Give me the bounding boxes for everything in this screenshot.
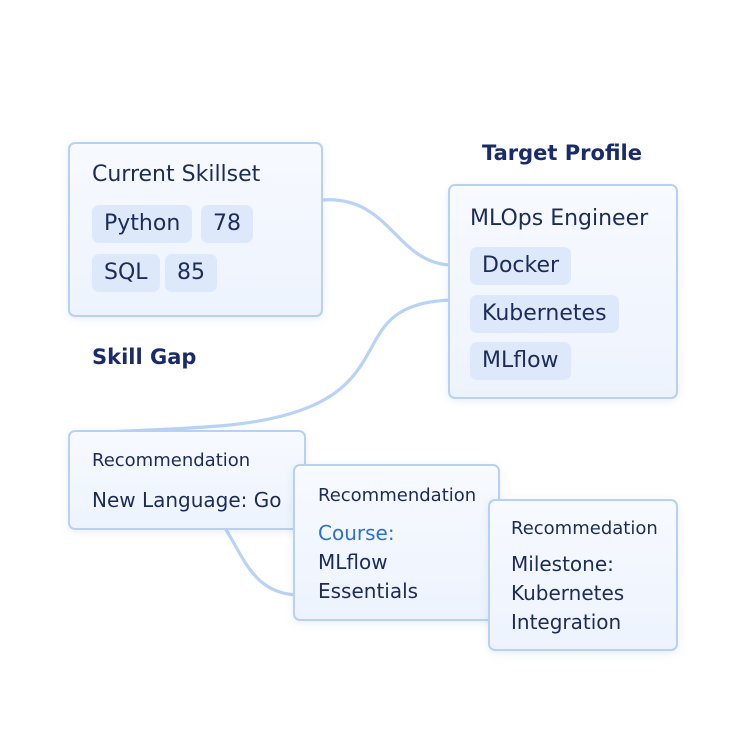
recommendation-label: Recommendation <box>318 485 477 506</box>
recommendation-line: Kubernetes <box>511 581 625 605</box>
target-skill-kubernetes: Kubernetes <box>470 295 619 333</box>
recommendation-milestone-text: Milestone: Kubernetes Integration <box>511 550 624 637</box>
target-profile-card: MLOps Engineer Docker Kubernetes MLflow <box>448 184 678 399</box>
connector-target-to-recommendation <box>108 298 452 434</box>
recommendation-card-course: Recommendation Course: MLflow Essentials <box>293 464 500 621</box>
skill-chip-python: Python <box>92 205 193 243</box>
recommendation-label: Recommendation <box>92 450 251 471</box>
recommendation-line: MLflow <box>318 550 388 574</box>
recommendation-card-language: Recommendation New Language: Go <box>68 430 306 530</box>
recommendation-card-milestone: Recommedation Milestone: Kubernetes Inte… <box>488 499 678 651</box>
recommendation-type-course: Course: <box>318 521 395 545</box>
current-skillset-title: Current Skillset <box>92 162 261 187</box>
recommendation-label: Recommedation <box>511 518 658 539</box>
current-skillset-card: Current Skillset Python 78 SQL 85 <box>68 142 323 317</box>
recommendation-course-text: Course: MLflow Essentials <box>318 519 418 606</box>
recommendation-line: Essentials <box>318 579 419 603</box>
target-skill-mlflow: MLflow <box>470 342 571 380</box>
skill-chip-sql: SQL <box>92 254 160 292</box>
skill-score-sql: 85 <box>165 254 217 292</box>
connector-current-to-target <box>320 198 452 267</box>
connector-recommendation-to-course <box>223 526 302 597</box>
skill-gap-heading: Skill Gap <box>92 345 197 369</box>
recommendation-line: Milestone: <box>511 552 614 576</box>
skill-score-python: 78 <box>201 205 253 243</box>
recommendation-text: New Language: Go <box>92 488 282 512</box>
recommendation-line: Integration <box>511 610 622 634</box>
target-role-title: MLOps Engineer <box>470 206 649 231</box>
target-skill-docker: Docker <box>470 247 572 285</box>
target-profile-heading: Target Profile <box>482 141 642 165</box>
